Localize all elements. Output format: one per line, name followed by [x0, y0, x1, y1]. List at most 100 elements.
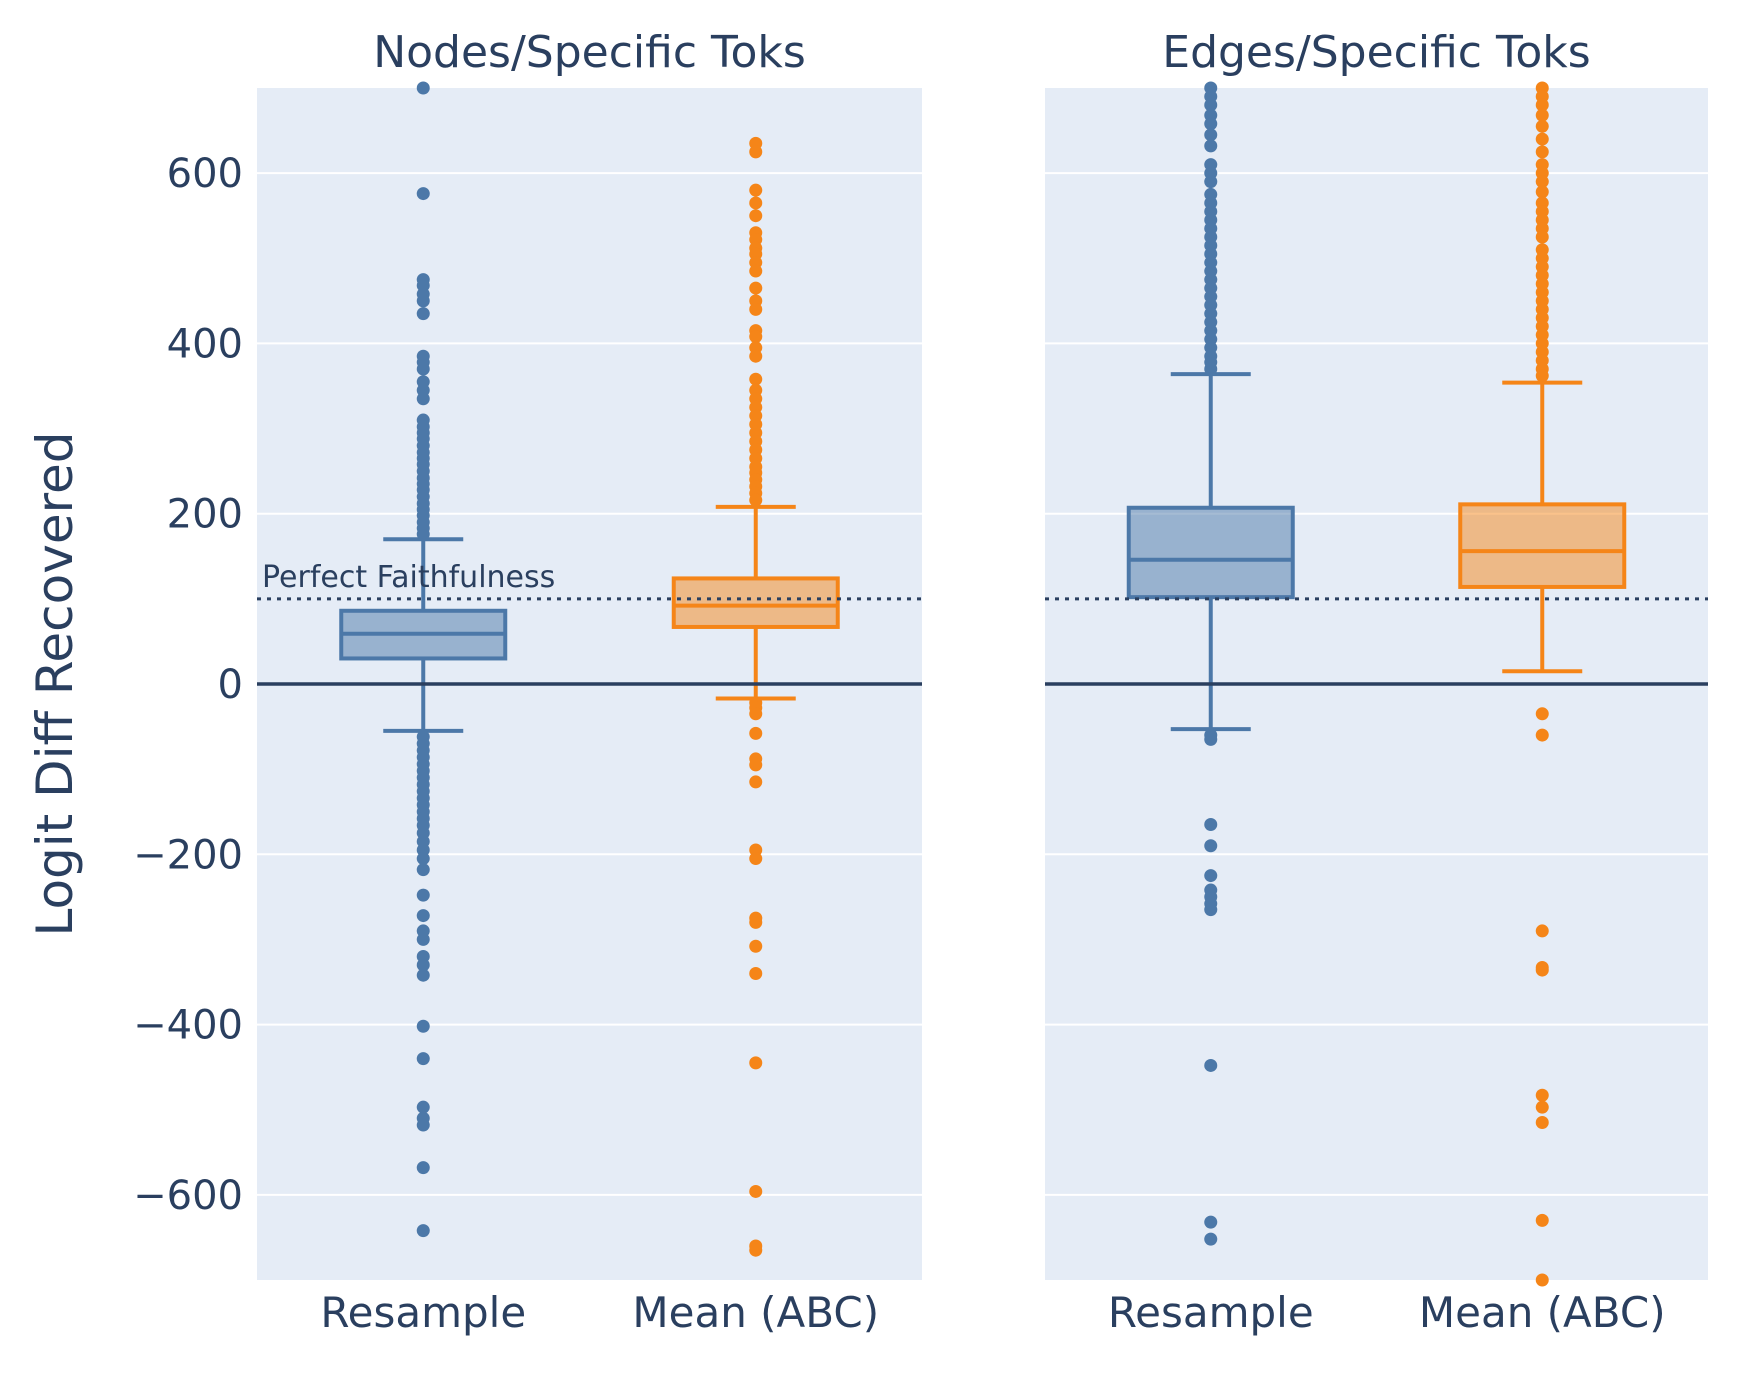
- outlier-point: [416, 1052, 430, 1066]
- outlier-point: [416, 294, 430, 308]
- outlier-point: [1204, 362, 1218, 376]
- outlier-point: [416, 932, 430, 946]
- outlier-point: [749, 183, 763, 197]
- outlier-point: [416, 1100, 430, 1114]
- outlier-point: [1535, 1088, 1549, 1102]
- outlier-point: [749, 264, 763, 278]
- outlier-point: [749, 707, 763, 721]
- panel-title: Edges/Specific Toks: [1162, 27, 1590, 78]
- outlier-point: [1535, 1273, 1549, 1287]
- outlier-point: [749, 281, 763, 295]
- outlier-point: [416, 307, 430, 321]
- outlier-point: [416, 1019, 430, 1033]
- outlier-point: [416, 968, 430, 982]
- outlier-point: [416, 187, 430, 201]
- outlier-point: [1535, 1100, 1549, 1114]
- outlier-point: [1535, 145, 1549, 159]
- outlier-point: [416, 527, 430, 541]
- outlier-point: [749, 852, 763, 866]
- outlier-point: [749, 726, 763, 740]
- outlier-point: [416, 392, 430, 406]
- box-iqr: [671, 576, 840, 629]
- outlier-point: [749, 939, 763, 953]
- outlier-point: [1535, 369, 1549, 383]
- outlier-point: [1535, 963, 1549, 977]
- box-mean-abc-: [671, 136, 840, 1257]
- outlier-point: [416, 1161, 430, 1175]
- outlier-point: [749, 493, 763, 507]
- outlier-point: [416, 1224, 430, 1238]
- y-tick-label: 0: [218, 662, 243, 708]
- y-tick-label: −600: [133, 1173, 243, 1219]
- outlier-point: [1535, 1213, 1549, 1227]
- outlier-point: [416, 81, 430, 95]
- panel-title: Nodes/Specific Toks: [373, 27, 806, 78]
- outlier-point: [749, 758, 763, 772]
- box-resample: [1126, 81, 1295, 1246]
- outlier-point: [1535, 119, 1549, 133]
- outlier-point: [1535, 108, 1549, 122]
- outlier-point: [1535, 175, 1549, 189]
- outlier-point: [416, 888, 430, 902]
- outlier-point: [1535, 1115, 1549, 1129]
- outlier-point: [1204, 139, 1218, 153]
- outlier-point: [749, 372, 763, 386]
- outlier-point: [749, 775, 763, 789]
- outlier-point: [1535, 185, 1549, 199]
- outlier-point: [749, 209, 763, 223]
- outlier-point: [749, 349, 763, 363]
- outlier-point: [416, 852, 430, 866]
- outlier-point: [749, 196, 763, 210]
- x-tick-label: Resample: [1108, 1288, 1314, 1337]
- outlier-point: [1535, 924, 1549, 938]
- outlier-point: [1535, 230, 1549, 244]
- outlier-point: [416, 1118, 430, 1132]
- outlier-point: [749, 145, 763, 159]
- outlier-point: [1204, 1058, 1218, 1072]
- outlier-point: [749, 966, 763, 980]
- outlier-point: [416, 958, 430, 972]
- outlier-point: [416, 362, 430, 376]
- outlier-point: [1204, 1232, 1218, 1246]
- x-tick-label: Mean (ABC): [632, 1288, 879, 1337]
- outlier-point: [1204, 817, 1218, 831]
- outlier-point: [749, 1243, 763, 1257]
- y-tick-label: 600: [167, 151, 243, 197]
- y-tick-label: −400: [133, 1003, 243, 1049]
- outlier-point: [749, 1056, 763, 1070]
- outlier-point: [1535, 132, 1549, 146]
- x-tick-label: Resample: [320, 1288, 526, 1337]
- y-tick-label: 200: [167, 492, 243, 538]
- outlier-point: [1204, 98, 1218, 112]
- outlier-point: [1204, 869, 1218, 883]
- box-mean-abc-: [1458, 81, 1627, 1287]
- outlier-point: [1204, 1215, 1218, 1229]
- outlier-point: [749, 330, 763, 344]
- outlier-point: [1204, 839, 1218, 853]
- y-axis-label: Logit Diff Recovered: [26, 431, 84, 936]
- box-iqr: [1126, 505, 1295, 600]
- x-tick-label: Mean (ABC): [1419, 1288, 1666, 1337]
- outlier-point: [1204, 903, 1218, 917]
- y-tick-label: 400: [167, 321, 243, 367]
- y-tick-label: −200: [133, 832, 243, 878]
- outlier-point: [1204, 175, 1218, 189]
- outlier-point: [749, 915, 763, 929]
- outlier-point: [416, 863, 430, 877]
- outlier-point: [1535, 98, 1549, 112]
- outlier-point: [1204, 128, 1218, 142]
- outlier-point: [1204, 117, 1218, 131]
- box-iqr: [1458, 502, 1627, 589]
- outlier-point: [1535, 728, 1549, 742]
- outlier-point: [749, 302, 763, 316]
- outlier-point: [749, 1184, 763, 1198]
- box-resample: [339, 81, 508, 1238]
- perfect-faithfulness-label: Perfect Faithfulness: [262, 560, 555, 595]
- outlier-point: [1204, 732, 1218, 746]
- outlier-point: [416, 909, 430, 923]
- outlier-point: [1535, 707, 1549, 721]
